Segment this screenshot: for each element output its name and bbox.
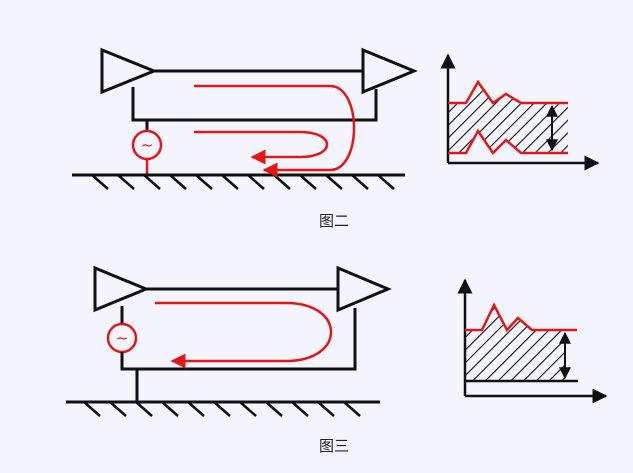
upper-boundary-trace	[465, 302, 577, 333]
figure-2-circuit: ~	[72, 47, 418, 190]
loop-area-hatch	[448, 82, 568, 153]
lower-boundary-trace	[448, 128, 568, 155]
upper-boundary-trace	[448, 79, 568, 105]
ground-hatching	[83, 401, 361, 417]
ac-source-symbol: ~	[116, 329, 129, 347]
receiver-buffer-icon	[336, 265, 392, 313]
ground-hatching	[91, 174, 395, 190]
ac-source-symbol: ~	[141, 136, 154, 154]
return-path-wire	[120, 308, 357, 371]
current-loop-inner	[194, 130, 329, 165]
return-path-wire	[131, 87, 378, 122]
current-loop	[155, 301, 333, 369]
driver-buffer-icon	[100, 47, 159, 95]
receiver-buffer-icon	[361, 47, 418, 95]
loop-area-hatch	[465, 305, 565, 381]
current-loop-outer	[194, 84, 356, 178]
figure-2-loop-area-graph	[440, 53, 600, 171]
figure-3-circuit: ~	[66, 265, 392, 417]
figure-3-caption: 图三	[318, 437, 350, 455]
driver-buffer-icon	[93, 265, 150, 313]
figure-3-loop-area-graph	[457, 278, 608, 404]
figure-2-caption: 图二	[318, 212, 350, 230]
